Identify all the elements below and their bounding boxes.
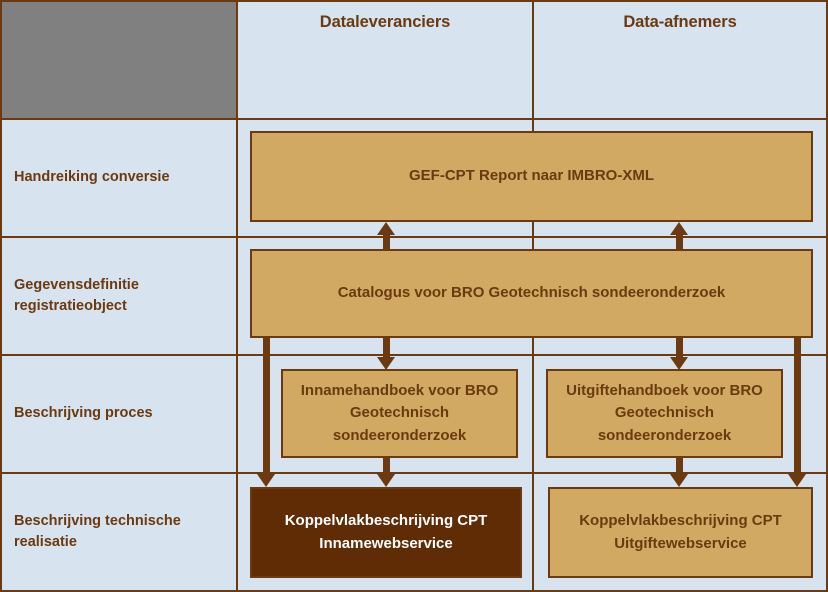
grid-line-col1 — [236, 0, 238, 592]
column-header-dataleveranciers: Dataleveranciers — [319, 13, 451, 31]
arrow-catalogus-to-gefcpt-right-shaft — [676, 235, 683, 257]
arrow-catalogus-to-koppelvlak-inname-shaft — [263, 338, 270, 474]
arrow-innamehandboek-to-koppelvlak-head — [377, 474, 395, 487]
row-label-beschrijving-proces: Beschrijving proces — [14, 405, 153, 422]
arrow-catalogus-to-gefcpt-left-shaft — [383, 235, 390, 257]
arrow-catalogus-to-koppelvlak-uitgifte-shaft — [794, 338, 801, 474]
arrow-catalogus-to-gefcpt-right-head — [670, 222, 688, 235]
grid-line-row1 — [0, 118, 828, 120]
arrow-innamehandboek-to-koppelvlak-shaft — [383, 456, 390, 474]
arrow-catalogus-to-uitgiftehandboek-head — [670, 357, 688, 370]
box-uitgiftehandboek[interactable]: Uitgiftehandboek voor BRO Geotechnisch s… — [546, 369, 783, 458]
grid-line-left-edge — [0, 0, 2, 592]
grid-line-top — [0, 0, 828, 2]
corner-block — [0, 0, 236, 118]
row-label-gegevensdefinitie: Gegevensdefinitie registratieobject — [14, 276, 139, 314]
grid-line-row3 — [0, 354, 828, 356]
arrow-uitgiftehandboek-to-koppelvlak-shaft — [676, 456, 683, 474]
arrow-catalogus-to-koppelvlak-uitgifte-head — [788, 474, 806, 487]
box-koppelvlak-uitgiftewebservice[interactable]: Koppelvlakbeschrijving CPT Uitgiftewebse… — [548, 487, 813, 578]
row-label-handreiking-conversie: Handreiking conversie — [14, 169, 170, 186]
grid-line-bottom — [0, 590, 828, 592]
box-koppelvlak-innamewebservice[interactable]: Koppelvlakbeschrijving CPT Innamewebserv… — [250, 487, 522, 578]
row-label-beschrijving-technische-realisatie: Beschrijving technische realisatie — [14, 512, 181, 550]
grid-line-row4 — [0, 472, 828, 474]
box-innamehandboek[interactable]: Innamehandboek voor BRO Geotechnisch son… — [281, 369, 518, 458]
arrow-catalogus-to-innamehandboek-shaft — [383, 338, 390, 358]
column-header-data-afnemers: Data-afnemers — [623, 13, 737, 31]
arrow-catalogus-to-innamehandboek-head — [377, 357, 395, 370]
box-catalogus[interactable]: Catalogus voor BRO Geotechnisch sondeero… — [250, 249, 813, 338]
arrow-catalogus-to-uitgiftehandboek-shaft — [676, 338, 683, 358]
box-gef-cpt-report[interactable]: GEF-CPT Report naar IMBRO-XML — [250, 131, 813, 222]
grid-line-row2 — [0, 236, 828, 238]
grid-line-right-edge — [826, 0, 828, 592]
arrow-catalogus-to-koppelvlak-inname-head — [257, 474, 275, 487]
arrow-catalogus-to-gefcpt-left-head — [377, 222, 395, 235]
arrow-uitgiftehandboek-to-koppelvlak-head — [670, 474, 688, 487]
